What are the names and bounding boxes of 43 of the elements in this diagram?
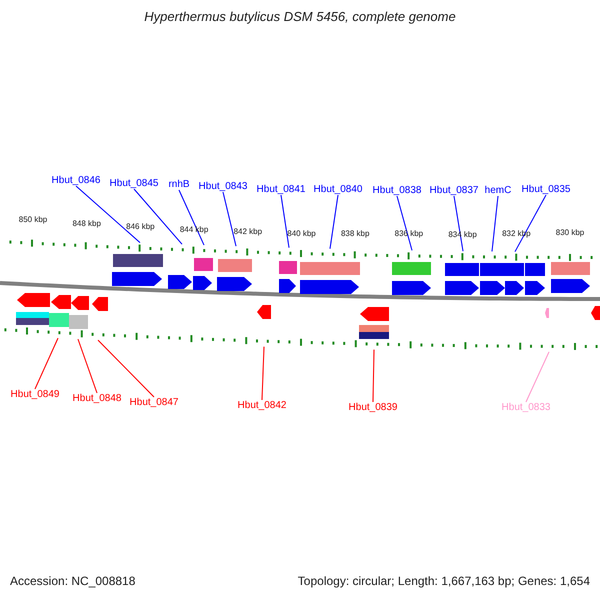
- scale-label: 848 kbp: [72, 220, 101, 229]
- gene-label: Hbut_0839: [348, 402, 398, 413]
- gene-label: Hbut_0841: [256, 184, 306, 195]
- scale-ruler: [4, 328, 598, 350]
- gene-label: Hbut_0835: [522, 184, 570, 195]
- leader-line: [262, 346, 264, 400]
- leader-line: [178, 190, 204, 246]
- gene-label: Hbut_0849: [10, 389, 60, 400]
- leader-line: [222, 192, 236, 247]
- gene-label: Hbut_0847: [130, 397, 178, 408]
- leader-line: [280, 194, 290, 248]
- gene-label: Hbut_0837: [430, 185, 478, 196]
- leader-line: [76, 186, 140, 244]
- leader-line: [78, 338, 98, 394]
- scale-label: 830 kbp: [556, 229, 584, 238]
- gene-label: Hbut_0838: [372, 185, 422, 196]
- title: Hyperthermus butylicus DSM 5456, complete genome: [144, 10, 456, 24]
- gene-label: Hbut_0845: [110, 178, 158, 189]
- scale-ruler: [9, 240, 593, 261]
- gene-label: Hbut_0846: [52, 175, 100, 186]
- gene-label: Hbut_0848: [72, 393, 122, 404]
- gene-label: Hbut_0840: [314, 184, 362, 195]
- scale-label: 840 kbp: [287, 230, 316, 239]
- leader-line: [98, 340, 154, 398]
- scale-label: 842 kbp: [234, 228, 262, 237]
- scale-label: 850 kbp: [18, 216, 48, 225]
- footer-text: Topology: circular; Length: 1,667,163 bp; Genes: 1,654: [298, 575, 590, 588]
- leader-line: [514, 194, 546, 252]
- leader-line: [330, 194, 338, 250]
- leader-line: [34, 338, 58, 390]
- gene-label: Hbut_0843: [198, 181, 248, 192]
- gene-label: rnhB: [168, 179, 190, 190]
- gene-label: Hbut_0842: [238, 400, 286, 411]
- leader-line: [372, 349, 374, 402]
- gene-label: Hbut_0833: [502, 402, 550, 413]
- leader-line: [526, 351, 550, 402]
- scale-label: 838 kbp: [340, 230, 370, 239]
- leader-line: [492, 196, 498, 252]
- leader-line: [134, 188, 182, 245]
- leader-line: [396, 196, 412, 251]
- scale-label: 846 kbp: [126, 223, 155, 232]
- footer-text: Accession: NC_008818: [10, 575, 136, 588]
- gene-label: hemC: [484, 185, 512, 196]
